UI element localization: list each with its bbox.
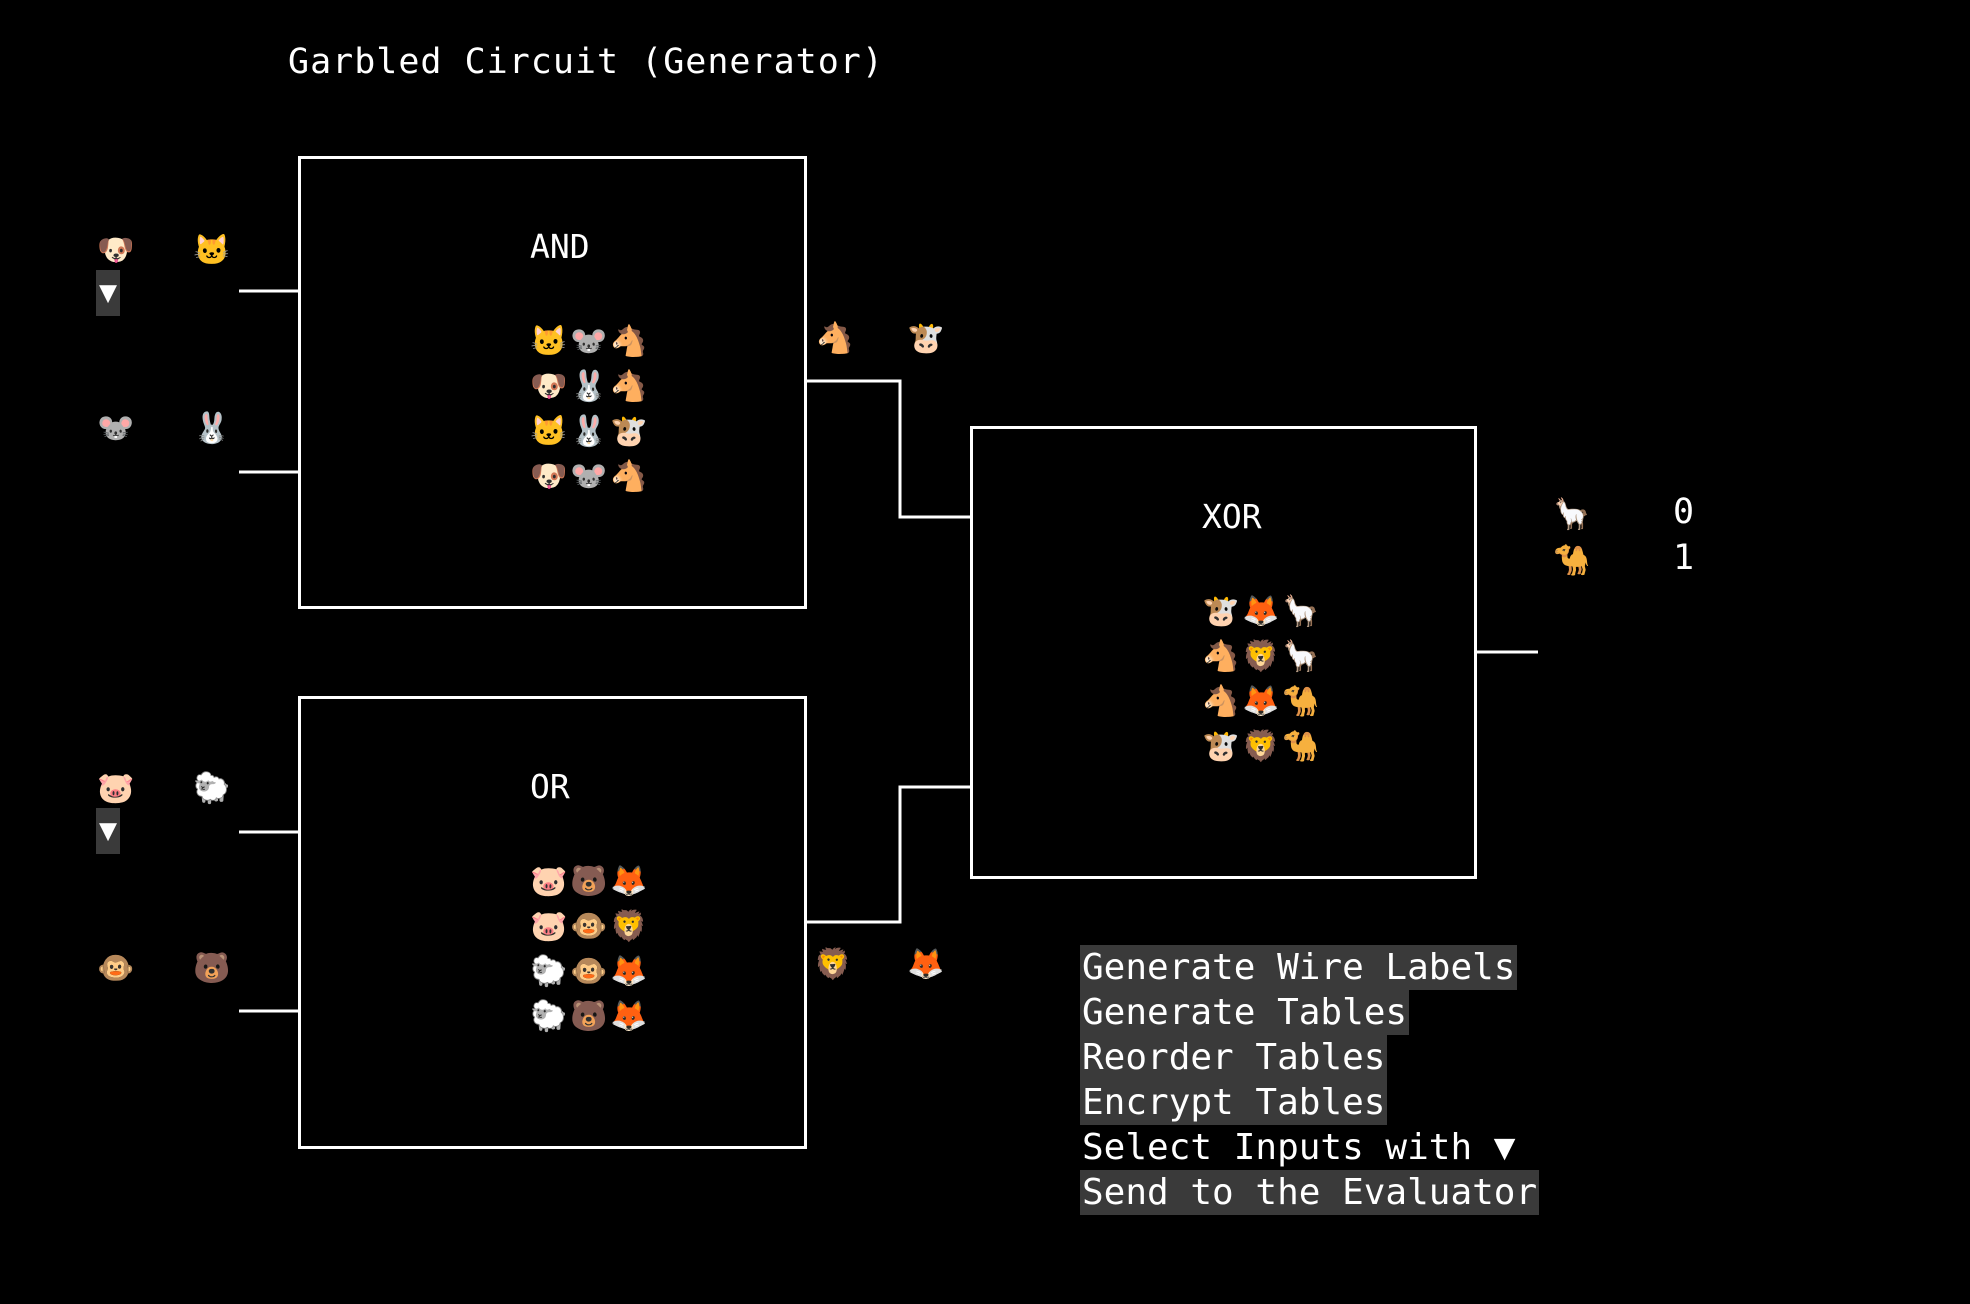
table-cell: 🐮: [1202, 729, 1240, 764]
table-cell: 🐴: [610, 369, 648, 404]
table-cell: 🐵: [570, 954, 608, 989]
and-output-label-0: 🐴: [816, 321, 854, 356]
reorder-tables-button[interactable]: Reorder Tables: [1080, 1035, 1388, 1080]
xor-table-row: 🐮 🦊 🦙: [1201, 589, 1321, 634]
table-cell: 🦁: [1242, 729, 1280, 764]
table-cell: 🐶: [530, 459, 568, 494]
table-cell: 🦊: [610, 864, 648, 899]
input-d-label-0[interactable]: 🐵: [97, 951, 135, 986]
table-cell: 🐭: [570, 459, 608, 494]
table-cell: 🐶: [530, 369, 568, 404]
select-inputs-instruction: Select Inputs with ▼: [1082, 1127, 1516, 1168]
table-cell: 🐻: [570, 999, 608, 1034]
and-gate: AND 🐱 🐭 🐴 🐶 🐰 🐴 🐱 🐰 🐮 🐶 🐭 🐴: [298, 156, 807, 609]
table-cell: 🦊: [610, 999, 648, 1034]
output-label-1: 🐪: [1553, 543, 1591, 578]
and-table-row: 🐶 🐰 🐴: [529, 364, 649, 409]
and-table-row: 🐶 🐭 🐴: [529, 454, 649, 499]
table-cell: 🦁: [610, 909, 648, 944]
generate-wire-labels-button[interactable]: Generate Wire Labels: [1080, 945, 1518, 990]
table-cell: 🦁: [1242, 639, 1280, 674]
table-cell: 🐷: [530, 864, 568, 899]
table-cell: 🦙: [1282, 639, 1320, 674]
or-gate: OR 🐷 🐻 🦊 🐷 🐵 🦁 🐑 🐵 🦊 🐑 🐻 🦊: [298, 696, 807, 1149]
action-menu: Generate Wire Labels Generate Tables Reo…: [1080, 945, 1540, 1215]
input-a-label-1[interactable]: 🐱: [193, 233, 231, 268]
wire-and-to-xor: [805, 379, 972, 519]
and-output-label-1: 🐮: [907, 321, 945, 356]
table-cell: 🐴: [1202, 639, 1240, 674]
input-a-select-marker[interactable]: ▼: [96, 270, 120, 316]
xor-table-row: 🐴 🦁 🦙: [1201, 634, 1321, 679]
and-gate-label: AND: [530, 227, 590, 266]
table-cell: 🐪: [1282, 684, 1320, 719]
output-value-0: 0: [1673, 492, 1695, 532]
table-cell: 🐮: [1202, 594, 1240, 629]
table-cell: 🐭: [570, 324, 608, 359]
xor-gate-label: XOR: [1202, 497, 1262, 536]
or-table-row: 🐑 🐵 🦊: [529, 949, 649, 994]
input-a-label-0[interactable]: 🐶: [97, 233, 135, 268]
xor-table-row: 🐮 🦁 🐪: [1201, 724, 1321, 769]
and-table-row: 🐱 🐭 🐴: [529, 319, 649, 364]
page-title: Garbled Circuit (Generator): [288, 42, 884, 82]
input-c-select-marker[interactable]: ▼: [96, 808, 120, 854]
input-b-label-1[interactable]: 🐰: [193, 411, 231, 446]
table-cell: 🐷: [530, 909, 568, 944]
output-value-1: 1: [1673, 538, 1695, 578]
generate-tables-button[interactable]: Generate Tables: [1080, 990, 1410, 1035]
table-cell: 🐰: [570, 369, 608, 404]
or-table-row: 🐷 🐻 🦊: [529, 859, 649, 904]
table-cell: 🐴: [610, 324, 648, 359]
table-cell: 🦊: [610, 954, 648, 989]
xor-table-row: 🐴 🦊 🐪: [1201, 679, 1321, 724]
input-b-label-0[interactable]: 🐭: [97, 411, 135, 446]
table-cell: 🦊: [1242, 684, 1280, 719]
and-table-row: 🐱 🐰 🐮: [529, 409, 649, 454]
or-gate-label: OR: [530, 767, 570, 806]
table-cell: 🐱: [530, 324, 568, 359]
or-output-label-1: 🦊: [907, 947, 945, 982]
input-d-label-1[interactable]: 🐻: [193, 951, 231, 986]
output-label-0: 🦙: [1553, 497, 1591, 532]
send-to-evaluator-button[interactable]: Send to the Evaluator: [1080, 1170, 1540, 1215]
or-output-label-0: 🦁: [814, 947, 852, 982]
table-cell: 🐴: [1202, 684, 1240, 719]
table-cell: 🐮: [610, 414, 648, 449]
table-cell: 🦊: [1242, 594, 1280, 629]
table-cell: 🐑: [530, 954, 568, 989]
table-cell: 🐵: [570, 909, 608, 944]
or-table-row: 🐑 🐻 🦊: [529, 994, 649, 1039]
encrypt-tables-button[interactable]: Encrypt Tables: [1080, 1080, 1388, 1125]
table-cell: 🐑: [530, 999, 568, 1034]
or-table-row: 🐷 🐵 🦁: [529, 904, 649, 949]
xor-gate: XOR 🐮 🦊 🦙 🐴 🦁 🦙 🐴 🦊 🐪 🐮 🦁 🐪: [970, 426, 1477, 879]
table-cell: 🐪: [1282, 729, 1320, 764]
input-c-label-0[interactable]: 🐷: [97, 771, 135, 806]
table-cell: 🐱: [530, 414, 568, 449]
wire-or-to-xor: [805, 785, 972, 924]
table-cell: 🦙: [1282, 594, 1320, 629]
table-cell: 🐴: [610, 459, 648, 494]
table-cell: 🐰: [570, 414, 608, 449]
input-c-label-1[interactable]: 🐑: [193, 771, 231, 806]
table-cell: 🐻: [570, 864, 608, 899]
